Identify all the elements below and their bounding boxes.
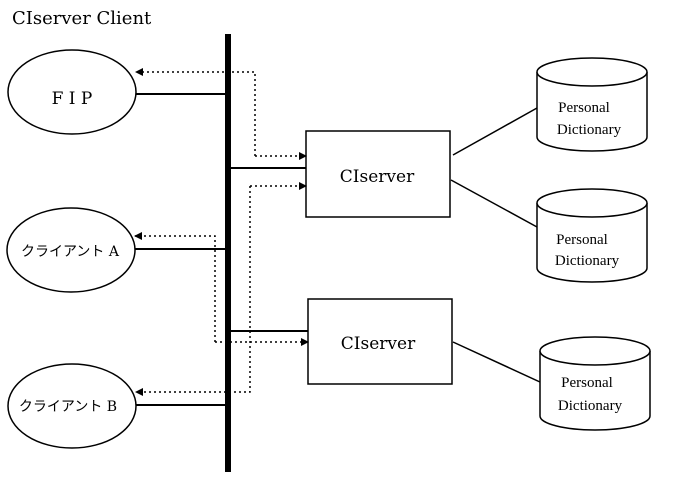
fip-request-path xyxy=(135,68,256,156)
dictionary-cylinder-2 xyxy=(536,188,648,283)
fip-label: F I P xyxy=(52,89,93,109)
ciserver-1-box xyxy=(305,130,451,218)
ciserver-2-box xyxy=(307,298,453,385)
ciserver-2-label: CIserver xyxy=(341,334,416,354)
client-b-response-path xyxy=(135,186,251,396)
dict2-line2: Dictionary xyxy=(555,253,620,269)
dictionary-cylinder-1 xyxy=(536,57,648,152)
client-b-label: クライアント B xyxy=(19,399,117,415)
ciserver-1-label: CIserver xyxy=(340,167,415,187)
server2-dict3-link xyxy=(452,341,541,383)
dictionary-cylinder-3 xyxy=(539,336,651,431)
dict3-line2: Dictionary xyxy=(558,398,623,414)
dict2-line1: Personal xyxy=(556,232,608,248)
dict1-line2: Dictionary xyxy=(557,122,622,138)
server1-dict1-link xyxy=(452,107,538,156)
server1-dict2-link xyxy=(450,179,538,228)
client-a-label: クライアント A xyxy=(21,244,120,260)
diagram-title: CIserver Client xyxy=(12,8,152,29)
dict1-line1: Personal xyxy=(558,100,610,116)
client-a-response-path xyxy=(134,232,216,342)
fip-node xyxy=(7,49,137,135)
dict3-line1: Personal xyxy=(561,375,613,391)
